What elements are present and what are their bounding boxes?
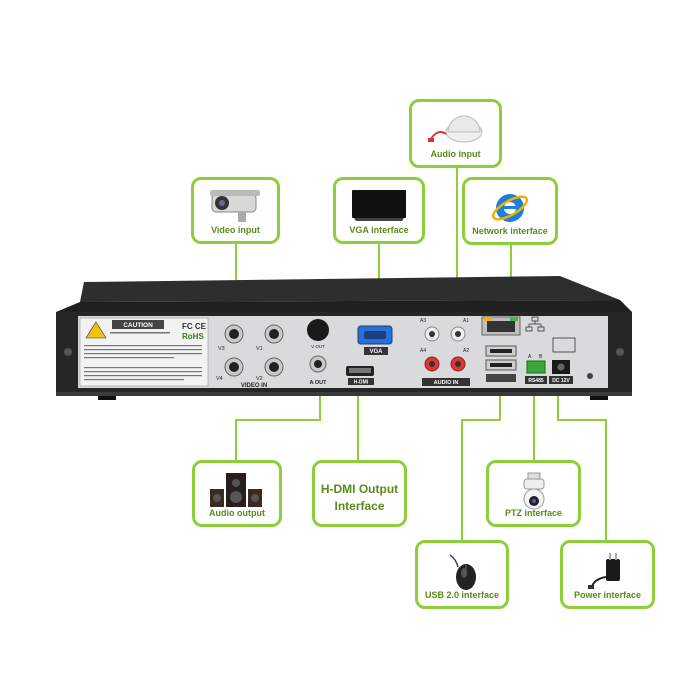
hdmi-output-label-line2: Interface (334, 499, 385, 513)
svg-text:RS485: RS485 (528, 378, 544, 384)
callout-usb-interface: USB 2.0 interface (415, 540, 509, 609)
rohs-mark: RoHS (182, 332, 204, 341)
hdmi-output-label-line1: H-DMI Output (320, 482, 399, 496)
audio-output-label: Audio output (209, 508, 265, 518)
svg-text:A3: A3 (420, 318, 426, 324)
monitor-icon (352, 190, 406, 221)
speaker-icon (210, 473, 262, 507)
internet-explorer-icon (491, 194, 529, 222)
caution-title: CAUTION (123, 322, 153, 329)
callout-network-interface: Network interface (462, 177, 558, 245)
video-in-label: VIDEO IN (241, 383, 267, 389)
svg-text:V2: V2 (256, 376, 263, 382)
audio-input-label: Audio input (430, 149, 481, 159)
video-in-ports (224, 324, 284, 377)
power-interface-label: Power interface (573, 590, 642, 600)
line-audio-output (235, 385, 321, 460)
warning-icon (85, 321, 107, 339)
camera-icon (209, 190, 260, 222)
svg-text:A2: A2 (463, 348, 469, 354)
microphone-icon (427, 115, 482, 143)
usb-icon (486, 374, 516, 382)
ptz-interface-label: PTZ interface (504, 508, 562, 518)
rs485-terminal (526, 360, 546, 374)
vga-interface-label: VGA interface (349, 225, 409, 235)
fcc-mark: FC CE (182, 322, 207, 331)
line-power (557, 390, 607, 540)
audio-in-label: AUDIO IN (434, 380, 459, 386)
callout-vga-interface: VGA interface (333, 177, 425, 244)
ground-screw (587, 373, 593, 379)
svg-text:A: A (528, 354, 532, 360)
svg-text:V OUT: V OUT (311, 344, 325, 349)
callout-audio-output: Audio output (192, 460, 282, 527)
caution-label (79, 317, 209, 387)
hdmi-label: H-DMI (354, 380, 369, 386)
callout-hdmi-output: H-DMI Output Interface (312, 460, 407, 527)
line-usb (461, 392, 501, 540)
usb-interface-label: USB 2.0 interface (424, 590, 500, 600)
callout-power-interface: Power interface (560, 540, 655, 609)
a-out-label: A OUT (310, 380, 328, 386)
svg-text:V1: V1 (256, 346, 263, 352)
audio-in-ports (424, 326, 466, 372)
video-input-label: Video input (211, 225, 260, 235)
power-adapter-icon (587, 553, 620, 589)
svg-text:DC 12V: DC 12V (552, 378, 570, 384)
svg-text:A1: A1 (463, 318, 469, 324)
vout-port (307, 319, 329, 341)
callout-audio-input: Audio input (409, 99, 502, 168)
svg-text:B: B (539, 354, 543, 360)
mouse-icon (449, 554, 476, 590)
vga-label: VGA (369, 349, 383, 355)
svg-text:A4: A4 (420, 348, 426, 354)
network-icon (525, 316, 545, 332)
callout-video-input: Video input (191, 177, 280, 244)
svg-text:V3: V3 (218, 346, 225, 352)
svg-text:V4: V4 (216, 376, 223, 382)
ptz-camera-icon (523, 472, 544, 510)
callout-ptz-interface: PTZ interface (486, 460, 581, 527)
network-interface-label: Network interface (472, 226, 548, 236)
